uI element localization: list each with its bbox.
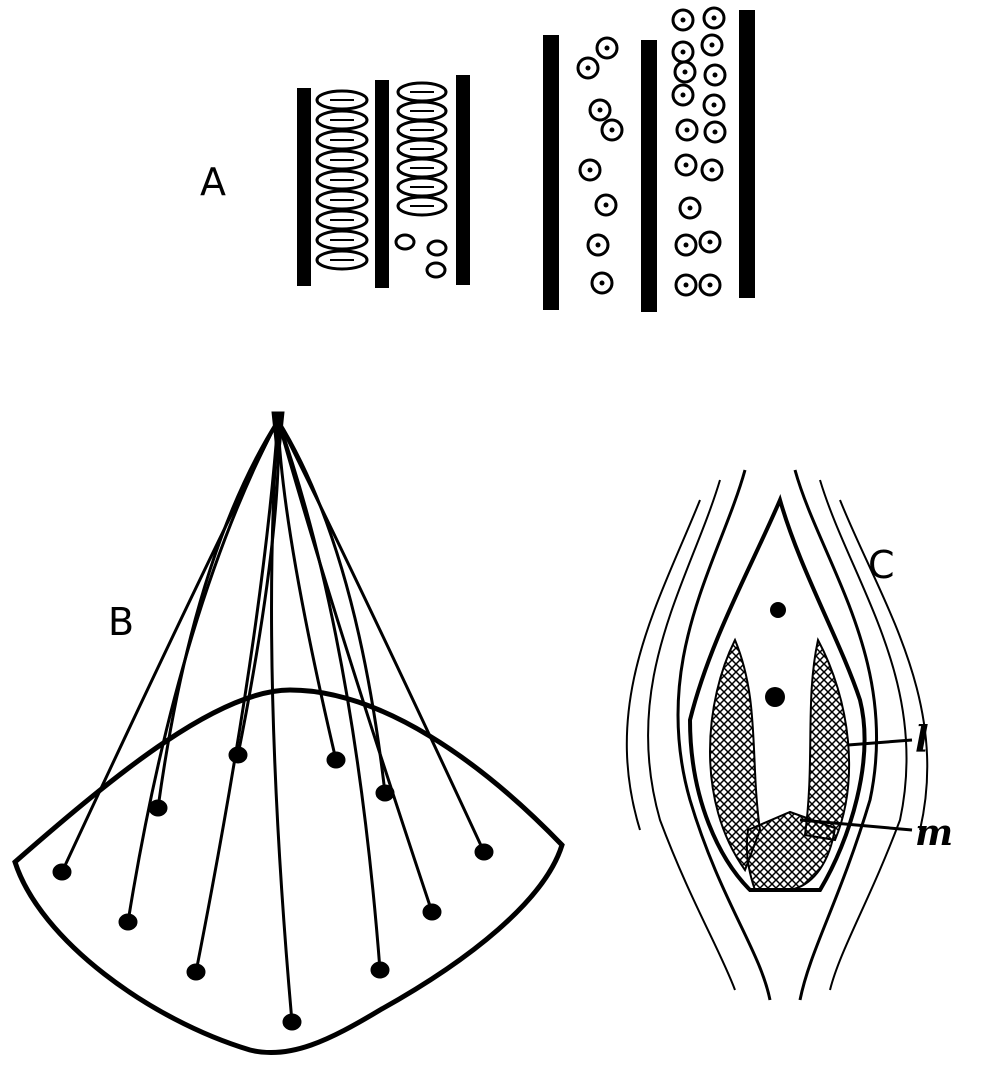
vessel-wall: [375, 80, 389, 288]
nerve-fiber: [270, 419, 294, 1023]
hatched-region-bottom: [745, 810, 837, 891]
cell-nucleus: [709, 167, 715, 173]
cell-nucleus: [683, 162, 689, 168]
capsule-lamella: [625, 499, 701, 831]
end-bulb: [118, 913, 138, 931]
nerve-fiber: [156, 419, 280, 809]
panel-a-label: A: [200, 160, 226, 204]
cell-nucleus: [711, 102, 717, 108]
fiber-bundle-tip: [271, 411, 285, 471]
nerve-fiber: [276, 419, 486, 853]
end-bulb: [370, 961, 390, 979]
capsule-lamella: [793, 469, 879, 1001]
cell-nucleus: [680, 92, 686, 98]
cell-nucleus: [680, 17, 686, 23]
nerve-fiber: [276, 419, 382, 971]
nerve-fiber: [276, 419, 387, 794]
annotation-m: m: [915, 812, 953, 854]
panel-b: B: [12, 411, 565, 1056]
capsule-lamella: [839, 499, 929, 831]
end-bulb: [282, 1013, 302, 1031]
cell-nucleus: [597, 107, 603, 113]
panel-c-label: C: [868, 543, 895, 587]
cell-nucleus: [682, 69, 688, 75]
vessel-wall: [543, 35, 559, 310]
capsule-lamella: [819, 479, 908, 991]
end-bulb: [52, 863, 72, 881]
cell-nucleus: [707, 239, 713, 245]
cell-nucleus: [711, 15, 717, 21]
end-bulb: [148, 799, 168, 817]
leader-line-l: [847, 738, 913, 747]
panel-c: C l m: [625, 469, 953, 1001]
nerve-fiber: [276, 419, 434, 913]
end-bulb: [474, 843, 494, 861]
small-cell: [394, 233, 416, 251]
nerve-fiber: [126, 419, 280, 923]
vessel-wall: [456, 75, 470, 285]
cell-nucleus: [684, 127, 690, 133]
cell-nucleus: [707, 282, 713, 288]
cell-nucleus: [712, 72, 718, 78]
cell-nucleus: [712, 129, 718, 135]
nerve-fiber: [194, 419, 280, 973]
capsule-lamella: [676, 469, 772, 1001]
hatched-region-left: [709, 637, 762, 873]
leader-line-m: [799, 818, 913, 832]
cell-nucleus: [585, 65, 591, 71]
cell-nucleus: [587, 167, 593, 173]
nucleus-dot: [765, 687, 785, 707]
cell-nucleus: [603, 202, 609, 208]
vessel-wall: [641, 40, 657, 312]
cell-nucleus: [604, 45, 610, 51]
end-bulb: [186, 963, 206, 981]
cell-nucleus: [683, 242, 689, 248]
capsule-lamella: [647, 479, 736, 991]
small-cell: [426, 239, 448, 257]
nucleus-dot: [770, 602, 786, 618]
small-cell: [425, 261, 447, 279]
panel-b-label: B: [108, 600, 134, 644]
panel-a: A: [200, 6, 755, 312]
cell-nucleus: [609, 127, 615, 133]
end-bulb: [228, 746, 248, 764]
vessel-wall: [297, 88, 311, 286]
end-bulb: [422, 903, 442, 921]
cell-nucleus: [599, 280, 605, 286]
cell-nucleus: [709, 42, 715, 48]
vessel-wall: [739, 10, 755, 298]
cell-nucleus: [683, 282, 689, 288]
cell-nucleus: [680, 49, 686, 55]
cell-nucleus: [595, 242, 601, 248]
cell-nucleus: [687, 205, 693, 211]
fan-outline: [12, 687, 565, 1056]
end-bulb: [326, 751, 346, 769]
